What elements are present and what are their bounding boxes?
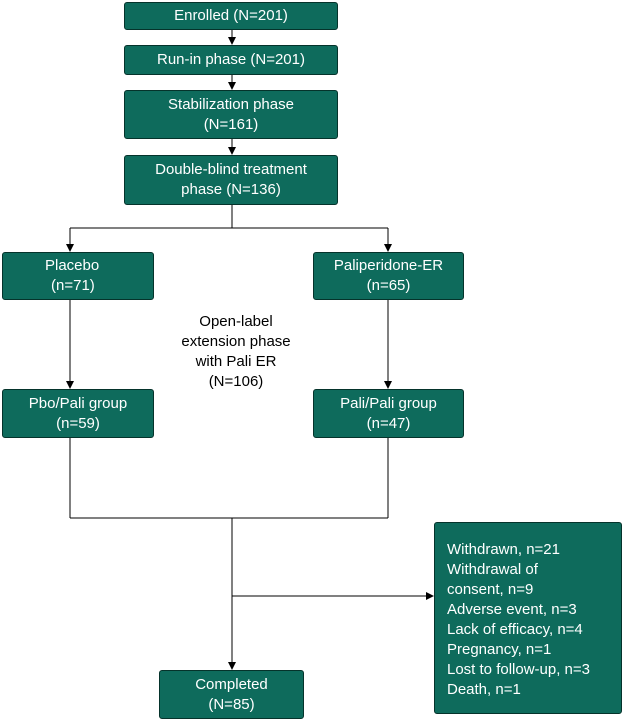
withdrawn-line: Lack of efficacy, n=4 xyxy=(447,621,583,638)
withdrawn-box: Withdrawn, n=21 Withdrawal of consent, n… xyxy=(434,522,622,714)
pbo-pali-text-2: (n=59) xyxy=(56,414,100,432)
run-in-box: Run-in phase (N=201) xyxy=(124,45,338,75)
completed-text-2: (N=85) xyxy=(208,695,255,713)
enrolled-box: Enrolled (N=201) xyxy=(124,2,338,30)
placebo-box: Placebo (n=71) xyxy=(2,252,154,300)
double-blind-text-2: phase (N=136) xyxy=(181,181,281,198)
stabilization-box: Stabilization phase (N=161) xyxy=(124,90,338,139)
withdrawn-line: Adverse event, n=3 xyxy=(447,601,577,618)
withdrawn-line: Withdrawal of xyxy=(447,561,538,578)
placebo-text-1: Placebo xyxy=(45,257,100,274)
pbo-pali-text-1: Pbo/Pali group xyxy=(28,394,128,412)
enrolled-text: Enrolled (N=201) xyxy=(174,7,288,24)
open-label-text-2: extension phase xyxy=(181,333,291,350)
pali-pali-box: Pali/Pali group (n=47) xyxy=(313,389,464,438)
completed-box: Completed (N=85) xyxy=(159,670,304,719)
withdrawn-line: Withdrawn, n=21 xyxy=(447,541,560,558)
withdrawn-line: Lost to follow-up, n=3 xyxy=(447,661,591,678)
placebo-text-2: (n=71) xyxy=(51,277,95,294)
pali-pali-text-1: Pali/Pali group xyxy=(340,394,437,412)
open-label-text-1: Open-label xyxy=(199,313,273,330)
withdrawn-line: consent, n=9 xyxy=(447,581,534,598)
open-label-text-3: with Pali ER xyxy=(195,353,277,370)
run-in-text: Run-in phase (N=201) xyxy=(156,51,305,68)
open-label-note: Open-label extension phase with Pali ER … xyxy=(168,312,304,392)
completed-text-1: Completed xyxy=(195,675,268,693)
open-label-text-4: (N=106) xyxy=(208,373,264,390)
withdrawn-line: Death, n=1 xyxy=(447,681,521,698)
paliperidone-text-2: (n=65) xyxy=(366,277,411,294)
stabilization-text-1: Stabilization phase xyxy=(168,95,294,113)
pbo-pali-box: Pbo/Pali group (n=59) xyxy=(2,389,154,438)
paliperidone-box: Paliperidone-ER (n=65) xyxy=(313,252,464,300)
double-blind-box: Double-blind treatment phase (N=136) xyxy=(124,155,338,205)
stabilization-text-2: (N=161) xyxy=(203,115,259,133)
paliperidone-text-1: Paliperidone-ER xyxy=(333,257,444,274)
pali-pali-text-2: (n=47) xyxy=(366,414,411,432)
withdrawn-line: Pregnancy, n=1 xyxy=(447,641,552,658)
double-blind-text-1: Double-blind treatment xyxy=(155,161,307,178)
